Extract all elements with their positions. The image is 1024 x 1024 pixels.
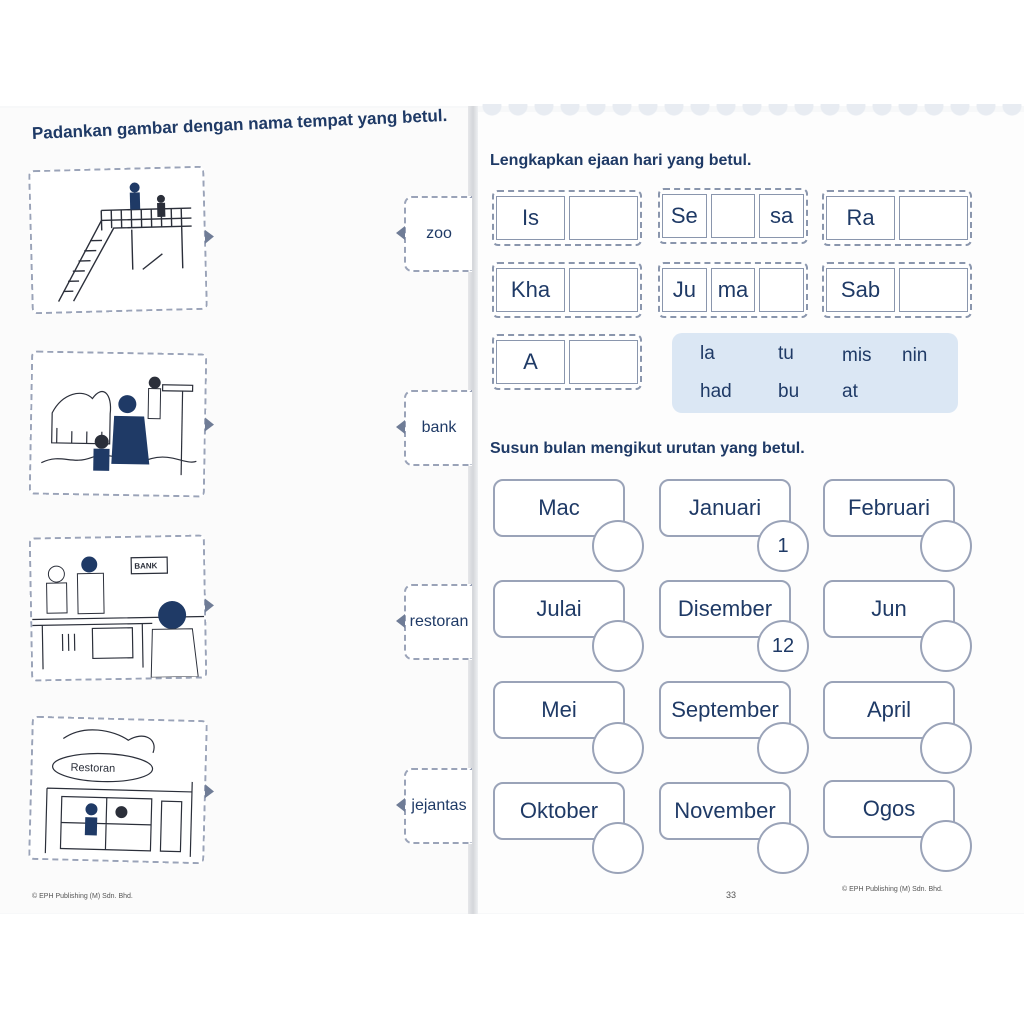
month-order-circle[interactable]: 12 bbox=[757, 620, 809, 672]
month-card-jun: Jun bbox=[823, 580, 955, 638]
zoo-illustration-icon bbox=[30, 352, 206, 496]
arrow-left-icon bbox=[396, 798, 405, 812]
zoo-picture bbox=[28, 350, 215, 498]
day-syllable-cell: Ju bbox=[662, 268, 707, 312]
restaurant-sign: Restoran bbox=[70, 762, 115, 775]
month-order-circle[interactable] bbox=[920, 820, 972, 872]
syllable-option[interactable]: mis bbox=[842, 345, 872, 366]
syllable-option[interactable]: nin bbox=[902, 345, 928, 366]
arrow-right-icon bbox=[204, 417, 215, 432]
month-name: Julai bbox=[536, 596, 582, 621]
bank-sign: BANK bbox=[134, 561, 157, 570]
month-order-circle[interactable] bbox=[592, 620, 644, 672]
day-blank-cell[interactable] bbox=[899, 268, 968, 312]
left-page-footer: © EPH Publishing (M) Sdn. Bhd. bbox=[32, 893, 133, 900]
day-syllable-cell: Sab bbox=[826, 268, 895, 312]
syllable-option[interactable]: at bbox=[842, 381, 858, 402]
month-order-circle[interactable] bbox=[757, 722, 809, 774]
month-name: Jun bbox=[871, 596, 907, 621]
syllable-option[interactable]: la bbox=[700, 343, 715, 364]
arrow-left-icon bbox=[396, 614, 405, 628]
month-name: Mac bbox=[538, 495, 580, 520]
syllable-option[interactable]: had bbox=[700, 381, 732, 402]
restaurant-illustration-icon: Restoran bbox=[30, 717, 206, 863]
place-label-text: bank bbox=[421, 419, 457, 436]
page-number: 33 bbox=[726, 890, 737, 900]
month-order-circle[interactable]: 1 bbox=[757, 520, 809, 572]
right-page-footer: © EPH Publishing (M) Sdn. Bhd. bbox=[842, 886, 943, 893]
day-blank-cell[interactable] bbox=[899, 196, 968, 240]
month-name: Februari bbox=[848, 495, 930, 520]
month-name: Oktober bbox=[519, 798, 599, 823]
overhead-bridge-illustration-icon bbox=[30, 167, 206, 313]
month-order-circle[interactable] bbox=[920, 722, 972, 774]
place-label-text: restoran bbox=[409, 613, 469, 630]
day-syllable-cell: Se bbox=[662, 194, 707, 238]
place-label-jejantas[interactable]: jejantas bbox=[396, 768, 472, 844]
day-word-box: Is bbox=[492, 190, 642, 246]
month-name: Ogos bbox=[862, 796, 916, 821]
syllable-bank: la tu mis nin had bu at bbox=[672, 333, 958, 413]
day-word-box: Ra bbox=[822, 190, 972, 246]
day-syllable-cell: Is bbox=[496, 196, 565, 240]
overhead-bridge-picture bbox=[28, 165, 215, 315]
month-order-circle[interactable] bbox=[920, 620, 972, 672]
place-label-restoran[interactable]: restoran bbox=[396, 584, 472, 660]
months-exercise-heading: Susun bulan mengikut urutan yang betul. bbox=[490, 440, 805, 457]
month-name: Januari bbox=[688, 495, 762, 520]
day-blank-cell[interactable] bbox=[569, 196, 638, 240]
day-blank-cell[interactable] bbox=[710, 194, 756, 238]
day-syllable-cell: ma bbox=[710, 268, 756, 312]
day-word-box: Kha bbox=[492, 262, 642, 318]
month-name: Disember bbox=[677, 596, 773, 621]
day-syllable-cell: Kha bbox=[496, 268, 565, 312]
day-syllable-cell: A bbox=[496, 340, 565, 384]
arrow-right-icon bbox=[204, 598, 215, 613]
day-syllable-cell: sa bbox=[759, 194, 805, 238]
month-name: Mei bbox=[541, 697, 577, 722]
bank-illustration-icon: BANK bbox=[30, 536, 206, 680]
arrow-right-icon bbox=[204, 229, 215, 244]
place-label-text: zoo bbox=[426, 225, 452, 242]
month-order-circle[interactable] bbox=[592, 520, 644, 572]
month-order-circle[interactable] bbox=[592, 722, 644, 774]
restaurant-picture: Restoran bbox=[28, 715, 215, 865]
month-name: November bbox=[674, 798, 776, 823]
day-blank-cell[interactable] bbox=[759, 268, 805, 312]
bank-picture: BANK bbox=[28, 534, 215, 682]
book-spine bbox=[468, 106, 478, 914]
syllable-option[interactable]: bu bbox=[778, 381, 800, 402]
day-blank-cell[interactable] bbox=[569, 340, 638, 384]
day-word-box: A bbox=[492, 334, 642, 390]
arrow-left-icon bbox=[396, 226, 405, 240]
place-label-zoo[interactable]: zoo bbox=[396, 196, 472, 272]
arrow-right-icon bbox=[204, 784, 215, 799]
day-syllable-cell: Ra bbox=[826, 196, 895, 240]
month-order-circle[interactable] bbox=[920, 520, 972, 572]
day-word-box: Sab bbox=[822, 262, 972, 318]
day-word-box: Ju ma bbox=[658, 262, 808, 318]
month-order-circle[interactable] bbox=[757, 822, 809, 874]
days-exercise-heading: Lengkapkan ejaan hari yang betul. bbox=[490, 152, 752, 169]
place-label-bank[interactable]: bank bbox=[396, 390, 472, 466]
month-name: September bbox=[671, 697, 779, 722]
month-name: April bbox=[866, 697, 911, 722]
place-label-text: jejantas bbox=[411, 797, 467, 814]
page-border-decoration bbox=[480, 104, 1024, 118]
syllable-option[interactable]: tu bbox=[778, 343, 794, 364]
month-order-circle[interactable] bbox=[592, 822, 644, 874]
arrow-left-icon bbox=[396, 420, 405, 434]
day-word-box: Se sa bbox=[658, 188, 808, 244]
day-blank-cell[interactable] bbox=[569, 268, 638, 312]
